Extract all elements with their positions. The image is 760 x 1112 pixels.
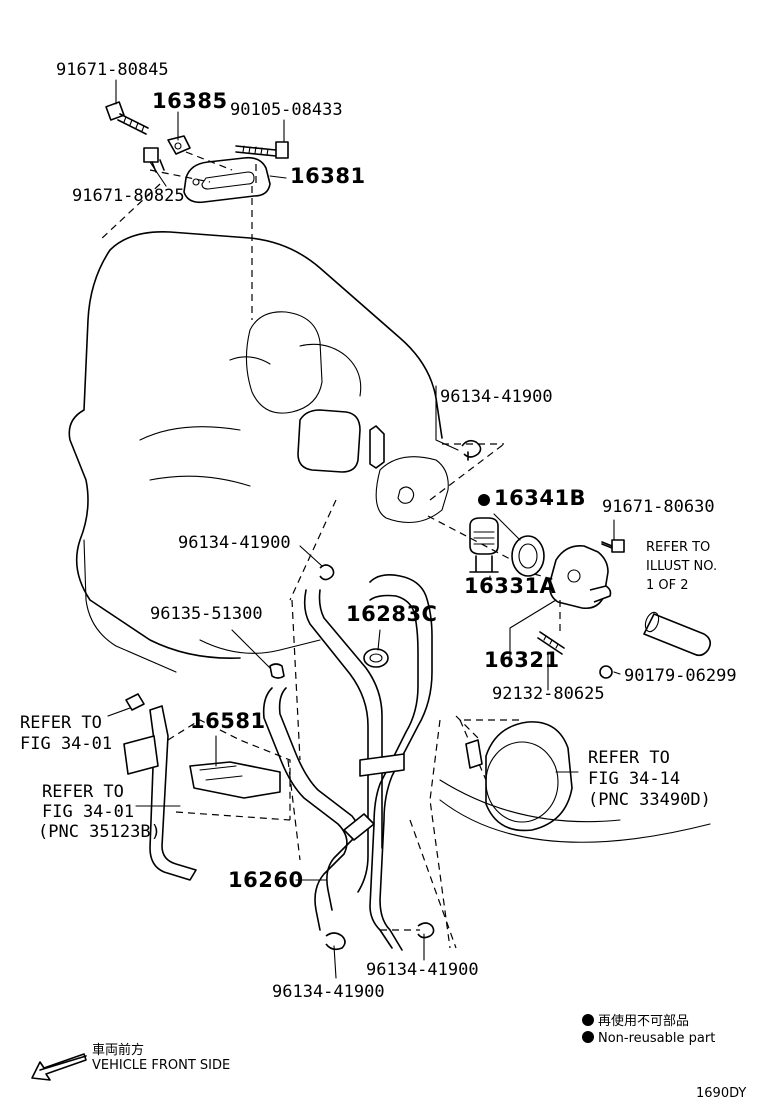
refer-fig-34-01-lower-line-3: (PNC 35123B)	[38, 822, 161, 842]
refer-illust-line-3: 1 OF 2	[646, 578, 689, 593]
legend-en-text: Non-reusable part	[598, 1031, 716, 1046]
refer-fig-34-14-line-3: (PNC 33490D)	[588, 790, 711, 810]
refer-fig-34-01-lower-line-1: REFER TO	[42, 782, 124, 802]
refer-fig-34-14-line-1: REFER TO	[588, 748, 670, 768]
hose-refer-illust	[643, 611, 712, 657]
part-number-96134-41900-lower-left: 96134-41900	[272, 982, 385, 1002]
gasket-16341B	[511, 535, 545, 577]
vehicle-front-jp: 車両前方	[92, 1043, 145, 1058]
bolt-91671-80630	[601, 539, 625, 553]
vacuum-pump-fig-34-14	[439, 721, 711, 843]
part-number-16381: 16381	[290, 164, 366, 188]
vehicle-front-en: VEHICLE FRONT SIDE	[92, 1058, 231, 1073]
vehicle-front-arrow	[31, 1053, 87, 1081]
part-number-91671-80845: 91671-80845	[56, 60, 169, 80]
part-number-16341B-text: 16341B	[494, 486, 587, 510]
leader-lines	[107, 79, 621, 979]
part-number-90179-06299: 90179-06299	[624, 666, 737, 686]
refer-fig-34-14-line-2: FIG 34-14	[588, 769, 681, 789]
part-number-16260: 16260	[228, 868, 304, 892]
inlet-16321	[548, 544, 612, 610]
part-number-96134-41900-upper: 96134-41900	[440, 387, 553, 407]
part-number-91671-80825: 91671-80825	[72, 186, 185, 206]
hose-16283C	[303, 574, 433, 951]
non-reusable-dot-icon	[582, 1014, 594, 1026]
clip-96135-51300	[269, 663, 285, 679]
refer-illust-line-2: ILLUST NO.	[646, 559, 718, 574]
thermostat-16331A	[469, 517, 499, 573]
part-number-96135-51300: 96135-51300	[150, 604, 263, 624]
bolt-90105-08433	[235, 141, 289, 159]
diagram-id: 1690DY	[696, 1086, 747, 1101]
clip-96134-41900-lower-right	[417, 922, 435, 939]
hose-16260	[262, 687, 375, 931]
part-number-16581: 16581	[190, 709, 266, 733]
part-number-16321: 16321	[484, 648, 560, 672]
part-number-16341B: 16341B	[478, 486, 587, 510]
legend-jp-text: 再使用不可部品	[598, 1014, 690, 1029]
legend-non-reusable-jp: 再使用不可部品	[582, 1010, 689, 1029]
stud-92132-80625	[537, 631, 565, 655]
clip-96134-41900-lower-left	[325, 932, 346, 951]
part-number-16385: 16385	[152, 89, 228, 113]
part-number-90105-08433: 90105-08433	[230, 100, 343, 120]
bolt-91671-80845	[105, 101, 149, 135]
nut-90179-06299	[599, 665, 613, 679]
clamp-16385	[167, 135, 191, 155]
part-number-91671-80630: 91671-80630	[602, 497, 715, 517]
non-reusable-dot-icon	[478, 494, 490, 506]
clip-96134-41900-mid	[319, 564, 335, 581]
part-number-16331A: 16331A	[464, 574, 557, 598]
clip-96134-41900-upper	[461, 439, 482, 461]
refer-fig-34-01-lower-line-2: FIG 34-01	[42, 802, 135, 822]
refer-fig-34-01-upper-line-1: REFER TO	[20, 713, 102, 733]
non-reusable-dot-icon	[582, 1031, 594, 1043]
refer-fig-34-01-upper-line-2: FIG 34-01	[20, 734, 113, 754]
bracket-fig-34-01	[123, 693, 197, 881]
bracket-16581	[189, 761, 281, 799]
part-number-16283C: 16283C	[346, 602, 438, 626]
refer-illust-line-1: REFER TO	[646, 540, 711, 555]
part-number-96134-41900-lower-right: 96134-41900	[366, 960, 479, 980]
legend-non-reusable-en: Non-reusable part	[582, 1031, 715, 1046]
clip-16283C	[363, 648, 389, 668]
part-number-96134-41900-mid: 96134-41900	[178, 533, 291, 553]
engine-block	[68, 231, 449, 673]
bracket-16381	[183, 156, 271, 204]
part-number-92132-80625: 92132-80625	[492, 684, 605, 704]
